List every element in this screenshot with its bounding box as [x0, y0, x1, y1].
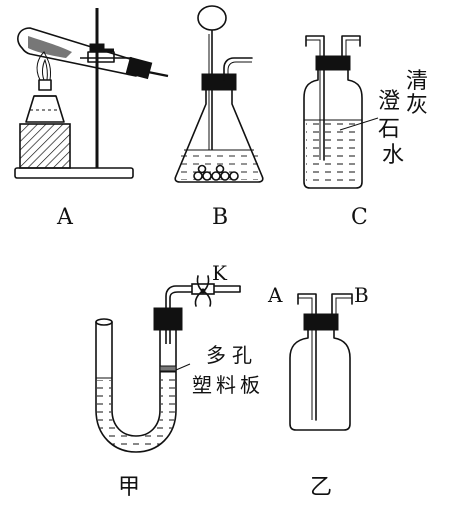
- apparatus-yi: A B: [267, 283, 369, 431]
- limewater-label-char-3: 石: [378, 117, 400, 142]
- label-apparatus-yi: 乙: [310, 475, 332, 500]
- limewater-label-char-2: 清: [406, 69, 428, 94]
- apparatus-a: [14, 8, 169, 179]
- porous-plate-label-line1: 多孔: [206, 343, 258, 367]
- rubber-stopper-b: [201, 73, 237, 91]
- solid-reactant: [193, 164, 239, 181]
- limewater-label-char-5: 水: [382, 143, 404, 168]
- porous-plate-label-line2: 塑料板: [192, 373, 264, 397]
- label-port-a: A: [267, 283, 283, 307]
- apparatus-jia: K 多孔 塑料板: [95, 261, 264, 453]
- alcohol-lamp: [25, 79, 65, 123]
- rubber-stopper-yi: [303, 313, 339, 331]
- gas-washing-bottle-yi: [289, 329, 351, 431]
- apparatus-b: [174, 5, 264, 183]
- test-tube: [17, 27, 169, 80]
- conical-flask: [174, 89, 264, 183]
- funnel-bulb: [197, 5, 227, 31]
- spring-clamp-k: [191, 275, 215, 307]
- label-apparatus-c: C: [351, 205, 368, 230]
- limewater-label-char-1: 澄: [378, 89, 400, 114]
- label-apparatus-a: A: [56, 205, 74, 230]
- wooden-block: [19, 123, 71, 169]
- apparatus-c: 澄 清 石 灰 水: [303, 35, 428, 189]
- limewater-label-char-4: 灰: [406, 93, 428, 118]
- alcohol-lamp-flame: [36, 51, 51, 81]
- porous-plastic-plate: [159, 365, 177, 372]
- u-tube: [95, 319, 177, 453]
- rubber-stopper-c: [315, 55, 351, 71]
- label-port-b: B: [354, 283, 369, 307]
- rubber-stopper-jia: [153, 307, 183, 331]
- iron-stand-base: [14, 167, 134, 179]
- label-clamp-k: K: [212, 261, 228, 285]
- gas-washing-bottle-c: [303, 69, 363, 189]
- label-apparatus-b: B: [212, 205, 228, 230]
- label-apparatus-jia: 甲: [118, 475, 140, 500]
